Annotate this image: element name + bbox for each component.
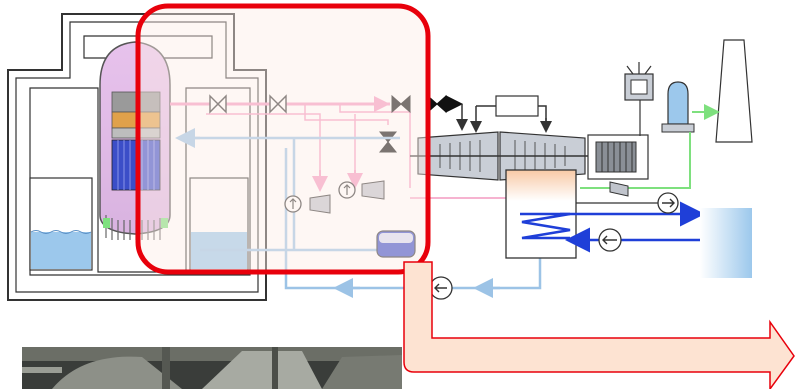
pump-icon: [284, 180, 385, 214]
tank-icon-offgas: [661, 81, 695, 133]
flow-arrows-pink: [312, 96, 390, 192]
stack-icon: [715, 39, 753, 143]
turbine-icon: [410, 131, 595, 181]
highlight-region: [135, 3, 431, 275]
suppression-pool-right: [189, 177, 249, 271]
pump-icon-feed: [429, 276, 453, 300]
moisture-separator: [456, 95, 552, 133]
cooling-water-lines: [560, 201, 708, 253]
sea-water: [700, 208, 752, 278]
pump-icon-circulating: [598, 228, 622, 252]
generator-icon: [587, 134, 649, 180]
suppression-pool-left: [29, 177, 93, 271]
equipment-photo: [22, 347, 402, 389]
isolation-valve-icon: [209, 94, 287, 114]
callout-arrow: [403, 261, 795, 389]
pump-icon-condensate: [576, 181, 679, 214]
flow-arrows-blue: [175, 128, 500, 298]
tank-icon: [376, 230, 416, 258]
transformer-icon: [624, 62, 654, 136]
